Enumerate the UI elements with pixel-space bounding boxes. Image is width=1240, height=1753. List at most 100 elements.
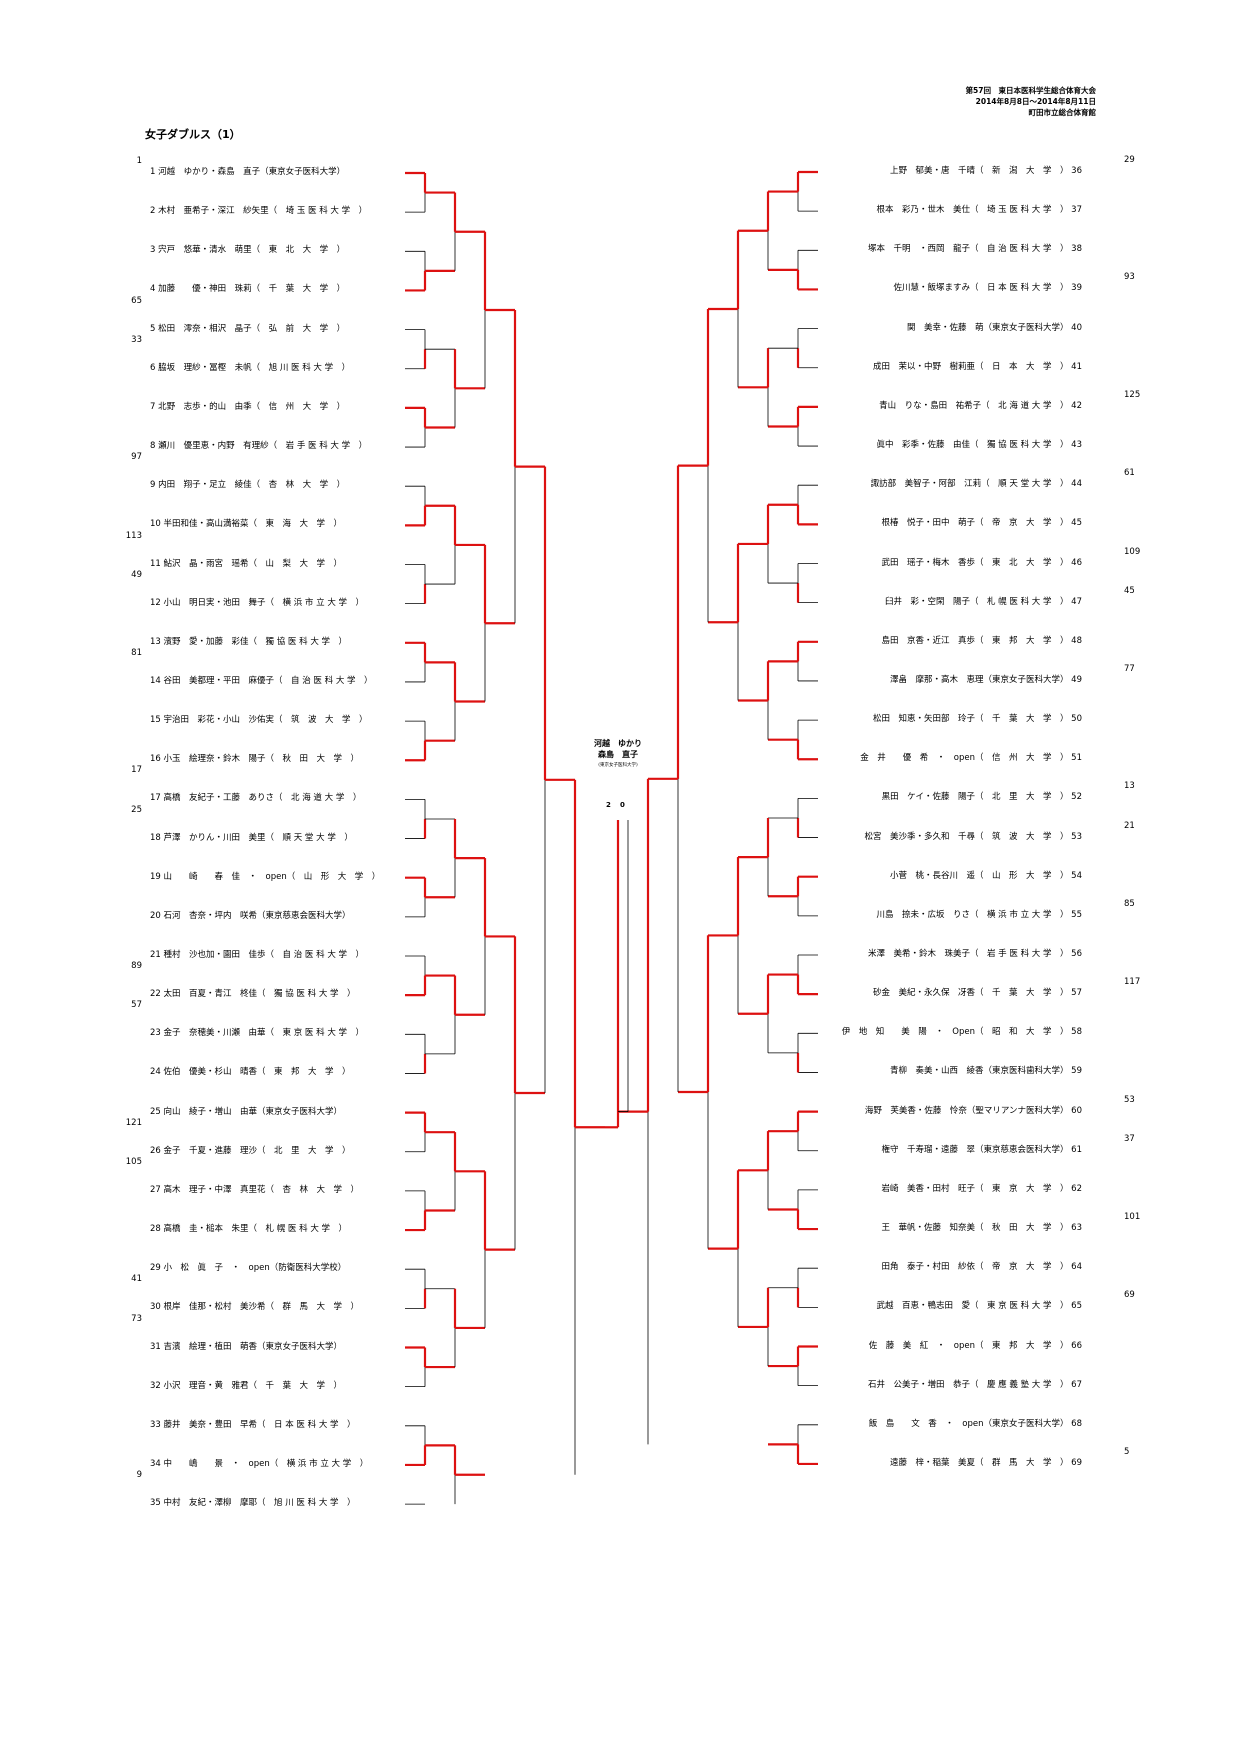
seed-number: 9 <box>136 1470 142 1481</box>
entry-64: 田角 泰子・村田 紗依（ 帝 京 大 学 ） 64 <box>881 1262 1082 1273</box>
entry-6: 6 脇坂 理紗・冨樫 未帆（ 旭 川 医 科 大 学 ） <box>150 362 351 373</box>
seed-number: 49 <box>131 569 142 580</box>
entry-54: 小菅 桃・長谷川 遥（ 山 形 大 学 ） 54 <box>889 870 1082 881</box>
seed-number: 117 <box>1124 977 1141 988</box>
entry-55: 川島 捺未・広坂 りさ（ 横 浜 市 立 大 学 ） 55 <box>876 909 1082 920</box>
entry-61: 権守 千寿瑠・遠藤 翠（東京慈恵会医科大学） 61 <box>881 1144 1082 1155</box>
entry-52: 黒田 ケイ・佐藤 陽子（ 北 里 大 学 ） 52 <box>881 792 1082 803</box>
seed-number: 69 <box>1124 1290 1135 1301</box>
entry-16: 16 小玉 絵理奈・鈴木 陽子（ 秋 田 大 学 ） <box>150 754 360 765</box>
seed-number: 1 <box>136 156 142 166</box>
entry-1: 1 河越 ゆかり・森島 直子（東京女子医科大学） <box>150 167 346 177</box>
entry-27: 27 高木 理子・中澤 真里花（ 杏 林 大 学 ） <box>150 1184 360 1195</box>
entry-18: 18 芦澤 かりん・川田 美里（ 順 天 堂 大 学 ） <box>150 832 353 843</box>
seed-number: 109 <box>1124 546 1141 557</box>
entry-47: 臼井 彩・空閑 陽子（ 札 幌 医 科 大 学 ） 47 <box>884 596 1082 607</box>
entry-19: 19 山 崎 春 佳 ・ open（ 山 形 大 学 ） <box>150 871 381 882</box>
entry-3: 3 宍戸 悠華・清水 萌里（ 東 北 大 学 ） <box>150 245 346 256</box>
entry-25: 25 向山 綾子・増山 由華（東京女子医科大学） <box>150 1106 343 1117</box>
entry-32: 32 小沢 理音・黄 雅君（ 千 葉 大 学 ） <box>150 1380 343 1391</box>
entry-39: 佐川慧・飯塚ますみ（ 日 本 医 科 大 学 ） 39 <box>893 283 1082 294</box>
entry-57: 砂金 美紀・永久保 冴香（ 千 葉 大 学 ） 57 <box>872 988 1082 999</box>
entry-63: 王 華帆・佐藤 知奈美（ 秋 田 大 学 ） 63 <box>881 1223 1082 1234</box>
seed-number: 61 <box>1124 468 1135 479</box>
seed-number: 77 <box>1124 663 1135 674</box>
entry-33: 33 藤井 美奈・豊田 早希（ 日 本 医 科 大 学 ） <box>150 1419 356 1430</box>
entry-12: 12 小山 明日実・池田 舞子（ 横 浜 市 立 大 学 ） <box>150 597 365 608</box>
final-left-score: 2 <box>606 801 611 809</box>
champion-line1: 河越 ゆかり <box>594 739 642 748</box>
entry-26: 26 金子 千夏・進藤 理沙（ 北 里 大 学 ） <box>150 1145 351 1156</box>
entry-29: 29 小 松 眞 子 ・ open（防衛医科大学校） <box>150 1263 347 1274</box>
entry-45: 根椿 悦子・田中 萌子（ 帝 京 大 学 ） 45 <box>881 518 1082 529</box>
entry-4: 4 加藤 優・神田 珠莉（ 千 葉 大 学 ） <box>150 284 346 295</box>
event-venue: 町田市立総合体育館 <box>1028 108 1097 117</box>
entry-56: 米澤 美希・鈴木 珠美子（ 岩 手 医 科 大 学 ） 56 <box>867 949 1082 959</box>
seed-number: 81 <box>131 647 142 658</box>
entry-68: 飯 島 文 香 ・ open（東京女子医科大学） 68 <box>868 1418 1082 1429</box>
entry-31: 31 吉濱 絵理・植田 萌香（東京女子医科大学） <box>150 1341 343 1352</box>
entry-34: 34 中 嶋 景 ・ open（ 横 浜 市 立 大 学 ） <box>150 1458 369 1469</box>
entry-59: 青柳 奏美・山西 綾香（東京医科歯科大学） 59 <box>889 1066 1082 1077</box>
seed-number: 73 <box>131 1313 142 1324</box>
entry-60: 海野 芙美香・佐藤 怜奈（聖マリアンナ医科大学） 60 <box>864 1105 1082 1116</box>
entry-53: 松宮 美沙季・多久和 千尋（ 筑 波 大 学 ） 53 <box>864 831 1082 842</box>
seed-number: 33 <box>131 334 142 345</box>
seed-number: 45 <box>1124 585 1135 596</box>
seed-number: 29 <box>1124 155 1135 165</box>
seed-number: 5 <box>1124 1446 1130 1457</box>
entry-21: 21 種村 沙也加・園田 佳歩（ 自 治 医 科 大 学 ） <box>150 950 365 960</box>
seed-number: 53 <box>1124 1094 1135 1105</box>
entry-23: 23 金子 奈穂美・川瀬 由華（ 東 京 医 科 大 学 ） <box>150 1028 365 1039</box>
seed-number: 125 <box>1124 389 1141 400</box>
entry-37: 根本 彩乃・世木 美仕（ 埼 玉 医 科 大 学 ） 37 <box>876 205 1082 216</box>
seed-number: 105 <box>125 1156 142 1167</box>
seed-number: 121 <box>125 1117 142 1128</box>
entry-28: 28 高橋 圭・槌本 朱里（ 札 幌 医 科 大 学 ） <box>150 1224 348 1235</box>
entry-20: 20 石河 杏奈・坪内 咲希（東京慈恵会医科大学） <box>150 910 351 921</box>
seed-number: 17 <box>131 765 142 776</box>
entry-8: 8 瀬川 優里恵・内野 有理紗（ 岩 手 医 科 大 学 ） <box>150 441 368 452</box>
entry-41: 成田 茉以・中野 樹莉亜（ 日 本 大 学 ） 41 <box>872 361 1082 372</box>
seed-number: 93 <box>1124 272 1135 283</box>
entry-69: 遠藤 梓・稲葉 美夏（ 群 馬 大 学 ） 69 <box>889 1457 1082 1468</box>
entry-11: 11 鮎沢 晶・雨宮 瑶希（ 山 梨 大 学 ） <box>150 558 343 569</box>
seed-number: 21 <box>1124 820 1135 831</box>
entry-24: 24 佐伯 優美・杉山 晴香（ 東 邦 大 学 ） <box>150 1067 351 1078</box>
entry-35: 35 中村 友紀・澤柳 摩耶（ 旭 川 医 科 大 学 ） <box>150 1498 356 1509</box>
entry-36: 上野 郁美・唐 千晴（ 新 潟 大 学 ） 36 <box>889 166 1082 176</box>
entry-66: 佐 藤 美 紅 ・ open（ 東 邦 大 学 ） 66 <box>868 1340 1082 1351</box>
seed-number: 13 <box>1124 781 1135 792</box>
entry-15: 15 宇治田 彩花・小山 沙佑実（ 筑 波 大 学 ） <box>150 715 368 726</box>
entry-40: 関 美幸・佐藤 萌（東京女子医科大学） 40 <box>906 322 1082 333</box>
champion-box: 河越 ゆかり 森島 直子 (東京女子医科大学) <box>588 738 648 771</box>
entry-62: 岩崎 美香・田村 旺子（ 東 京 大 学 ） 62 <box>881 1183 1082 1194</box>
entry-46: 武田 瑶子・梅木 香歩（ 東 北 大 学 ） 46 <box>881 557 1082 568</box>
entry-65: 武越 百恵・鴨志田 愛（ 東 京 医 科 大 学 ） 65 <box>876 1301 1082 1312</box>
champion-line2: 森島 直子 <box>598 750 638 759</box>
seed-number: 65 <box>131 295 142 306</box>
seed-number: 85 <box>1124 898 1135 909</box>
seed-number: 101 <box>1124 1212 1141 1223</box>
entry-42: 青山 りな・島田 祐希子（ 北 海 道 大 学 ） 42 <box>879 400 1082 411</box>
event-dates: 2014年8月8日～2014年8月11日 <box>975 97 1096 106</box>
entry-50: 松田 知恵・矢田部 玲子（ 千 葉 大 学 ） 50 <box>872 714 1082 725</box>
entry-2: 2 木村 亜希子・深江 紗矢里（ 埼 玉 医 科 大 学 ） <box>150 206 368 217</box>
entry-38: 塚本 千明 ・西岡 龍子（ 自 治 医 科 大 学 ） 38 <box>867 244 1082 255</box>
entry-67: 石井 公美子・増田 恭子（ 慶 應 義 塾 大 学 ） 67 <box>867 1379 1082 1390</box>
entry-51: 金 井 優 希 ・ open（ 信 州 大 学 ） 51 <box>860 753 1082 764</box>
seed-number: 37 <box>1124 1133 1135 1144</box>
champion-school: (東京女子医科大学) <box>598 763 638 768</box>
entry-9: 9 内田 翔子・足立 綾佳（ 杏 林 大 学 ） <box>150 480 346 491</box>
seed-number: 41 <box>131 1274 142 1285</box>
seed-number: 57 <box>131 1000 142 1011</box>
seed-number: 113 <box>125 530 142 541</box>
entry-7: 7 北野 志歩・的山 由季（ 信 州 大 学 ） <box>150 401 346 412</box>
entry-49: 澤畠 摩那・高木 恵理（東京女子医科大学） 49 <box>889 674 1082 685</box>
entry-5: 5 松田 澪奈・相沢 晶子（ 弘 前 大 学 ） <box>150 323 346 334</box>
entry-58: 伊 地 知 美 陽 ・ Open（ 昭 和 大 学 ） 58 <box>841 1027 1082 1038</box>
entry-13: 13 濱野 愛・加藤 彩佳（ 獨 協 医 科 大 学 ） <box>150 636 348 647</box>
seed-number: 97 <box>131 452 142 463</box>
seed-number: 89 <box>131 961 142 972</box>
